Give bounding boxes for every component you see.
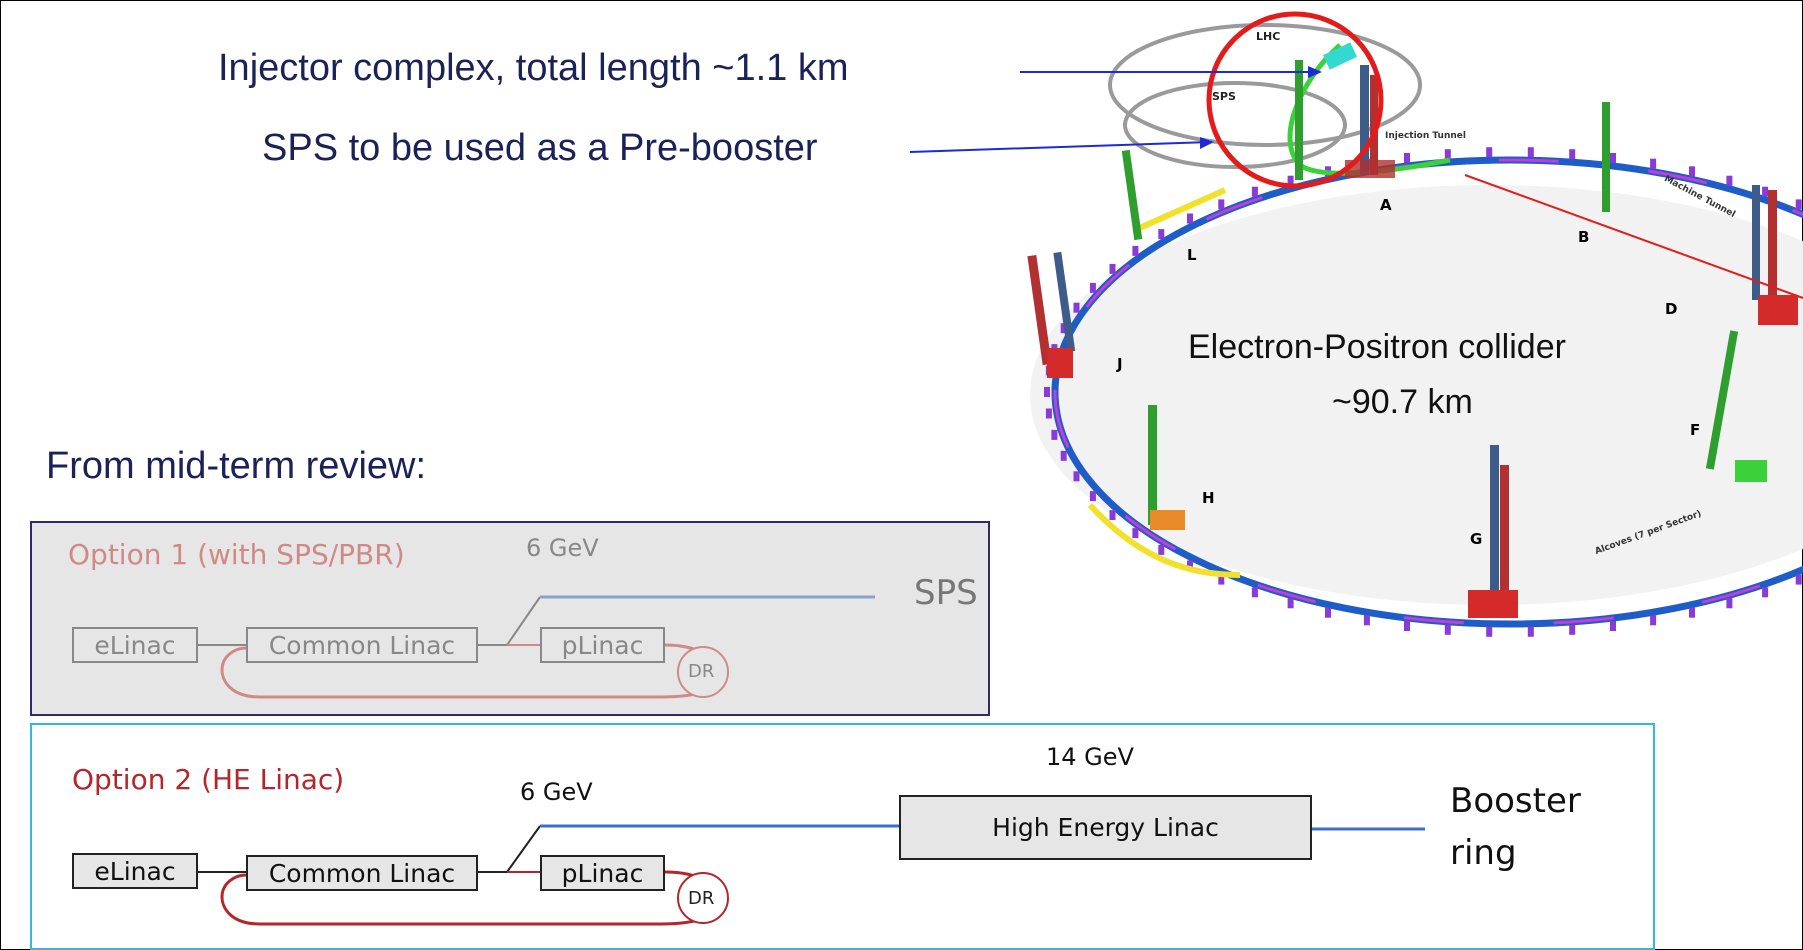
option2-energy-high: 14 GeV — [1046, 743, 1134, 771]
alcove-mark — [1089, 282, 1096, 293]
alcove-mark — [1610, 153, 1616, 163]
option2-elinac: eLinac — [72, 853, 198, 889]
alcove-mark — [1404, 621, 1410, 631]
alcove-mark — [1762, 587, 1769, 598]
sps-ring — [1123, 81, 1347, 169]
point-label-a: A — [1380, 196, 1392, 214]
lhc-ring — [1108, 23, 1422, 147]
alcove-mark — [1251, 587, 1258, 598]
option1-dr: DR — [688, 661, 715, 682]
point-label-h: H — [1202, 489, 1215, 507]
option2-energy-low: 6 GeV — [520, 778, 593, 806]
option2-booster-line1: Booster — [1450, 781, 1581, 821]
alcove-mark — [1444, 624, 1451, 635]
alcove-mark — [1287, 175, 1294, 186]
option1-energy: 6 GeV — [526, 534, 599, 562]
alcove-mark — [1089, 491, 1096, 502]
option2-plinac: pLinac — [540, 855, 665, 891]
shafts — [1027, 60, 1798, 618]
option1-plinac: pLinac — [540, 627, 665, 663]
alcove-mark — [1060, 323, 1067, 334]
yellow-segment-l — [1133, 187, 1227, 233]
option2-booster-line2: ring — [1450, 833, 1517, 873]
alcove-mark — [1650, 615, 1657, 626]
injection-tunnel-label: Injection Tunnel — [1385, 131, 1466, 141]
option1-panel — [30, 521, 990, 716]
alcove-mark — [1795, 574, 1802, 585]
main-ring-magenta — [1053, 158, 1803, 626]
alcove-mark — [1404, 153, 1410, 163]
collider-title: Electron-Positron collider — [1188, 328, 1566, 366]
sps-preboster-text: SPS to be used as a Pre-booster — [262, 127, 818, 169]
option2-common-linac: Common Linac — [246, 855, 478, 891]
alcove-mark — [1218, 574, 1225, 585]
alcove-mark — [1650, 158, 1657, 169]
highlight-circle — [1206, 11, 1384, 189]
sps-ring-label: SPS — [1212, 90, 1236, 103]
alcove-mark — [1051, 429, 1058, 440]
alcove-mark — [1060, 450, 1067, 461]
injector-block — [1323, 42, 1357, 70]
option1-common-linac: Common Linac — [246, 627, 478, 663]
alcove-mark — [1251, 186, 1258, 197]
option1-title: Option 1 (with SPS/PBR) — [68, 538, 405, 571]
lhc-label: LHC — [1256, 30, 1281, 43]
alcove-mark — [1158, 229, 1165, 240]
option2-dr: DR — [688, 888, 715, 909]
alcove-mark — [1132, 245, 1139, 256]
alcove-mark — [1527, 147, 1534, 158]
alcove-mark — [1610, 621, 1616, 631]
injector-complex-text: Injector complex, total length ~1.1 km — [218, 47, 849, 89]
alcove-mark — [1726, 175, 1733, 186]
alcove-mark — [1527, 626, 1534, 637]
ground-shadow — [1030, 185, 1803, 605]
point-label-f: F — [1690, 421, 1701, 439]
point-label-b: B — [1578, 228, 1590, 246]
alcove-mark — [1444, 149, 1451, 160]
point-label-j: J — [1117, 355, 1123, 373]
alcove-mark — [1073, 302, 1080, 313]
yellow-segment-h — [1087, 502, 1241, 578]
alcove-mark — [1287, 598, 1294, 609]
alcove-mark — [1569, 624, 1576, 635]
point-label-d: D — [1665, 300, 1678, 318]
mid-term-review-text: From mid-term review: — [46, 445, 427, 487]
alcove-mark — [1187, 213, 1193, 224]
alcove-mark — [1363, 615, 1370, 626]
alcove-mark — [1158, 544, 1165, 555]
highlight-pointer — [1464, 174, 1803, 299]
option2-title: Option 2 (HE Linac) — [72, 763, 345, 796]
collider-length: ~90.7 km — [1332, 383, 1473, 421]
option1-elinac: eLinac — [72, 627, 198, 663]
alcove-mark — [1689, 166, 1695, 177]
alcove-mark — [1325, 607, 1331, 618]
point-label-l: L — [1187, 246, 1197, 264]
sps-arrowhead — [1200, 137, 1214, 149]
alcove-mark — [1187, 560, 1193, 571]
alcove-mark — [1795, 199, 1802, 210]
injector-arrowhead — [1308, 66, 1322, 78]
alcove-mark — [1073, 471, 1080, 482]
alcove-mark — [1486, 147, 1493, 158]
alcove-mark — [1486, 626, 1493, 637]
alcove-mark — [1109, 263, 1116, 274]
alcoves — [1044, 147, 1802, 637]
option2-panel — [30, 723, 1655, 950]
alcove-mark — [1569, 149, 1576, 160]
alcove-mark — [1726, 598, 1733, 609]
sps-arrow — [909, 141, 1211, 153]
alcove-mark — [1045, 408, 1052, 419]
alcove-mark — [1132, 528, 1139, 539]
alcove-mark — [1044, 387, 1050, 397]
option1-sps-target: SPS — [914, 573, 978, 613]
point-label-g: G — [1470, 530, 1483, 548]
alcove-mark — [1218, 199, 1225, 210]
option2-high-energy-linac: High Energy Linac — [899, 795, 1312, 860]
alcove-mark — [1109, 510, 1116, 521]
alcove-mark — [1689, 607, 1695, 618]
alcove-mark — [1762, 186, 1769, 197]
